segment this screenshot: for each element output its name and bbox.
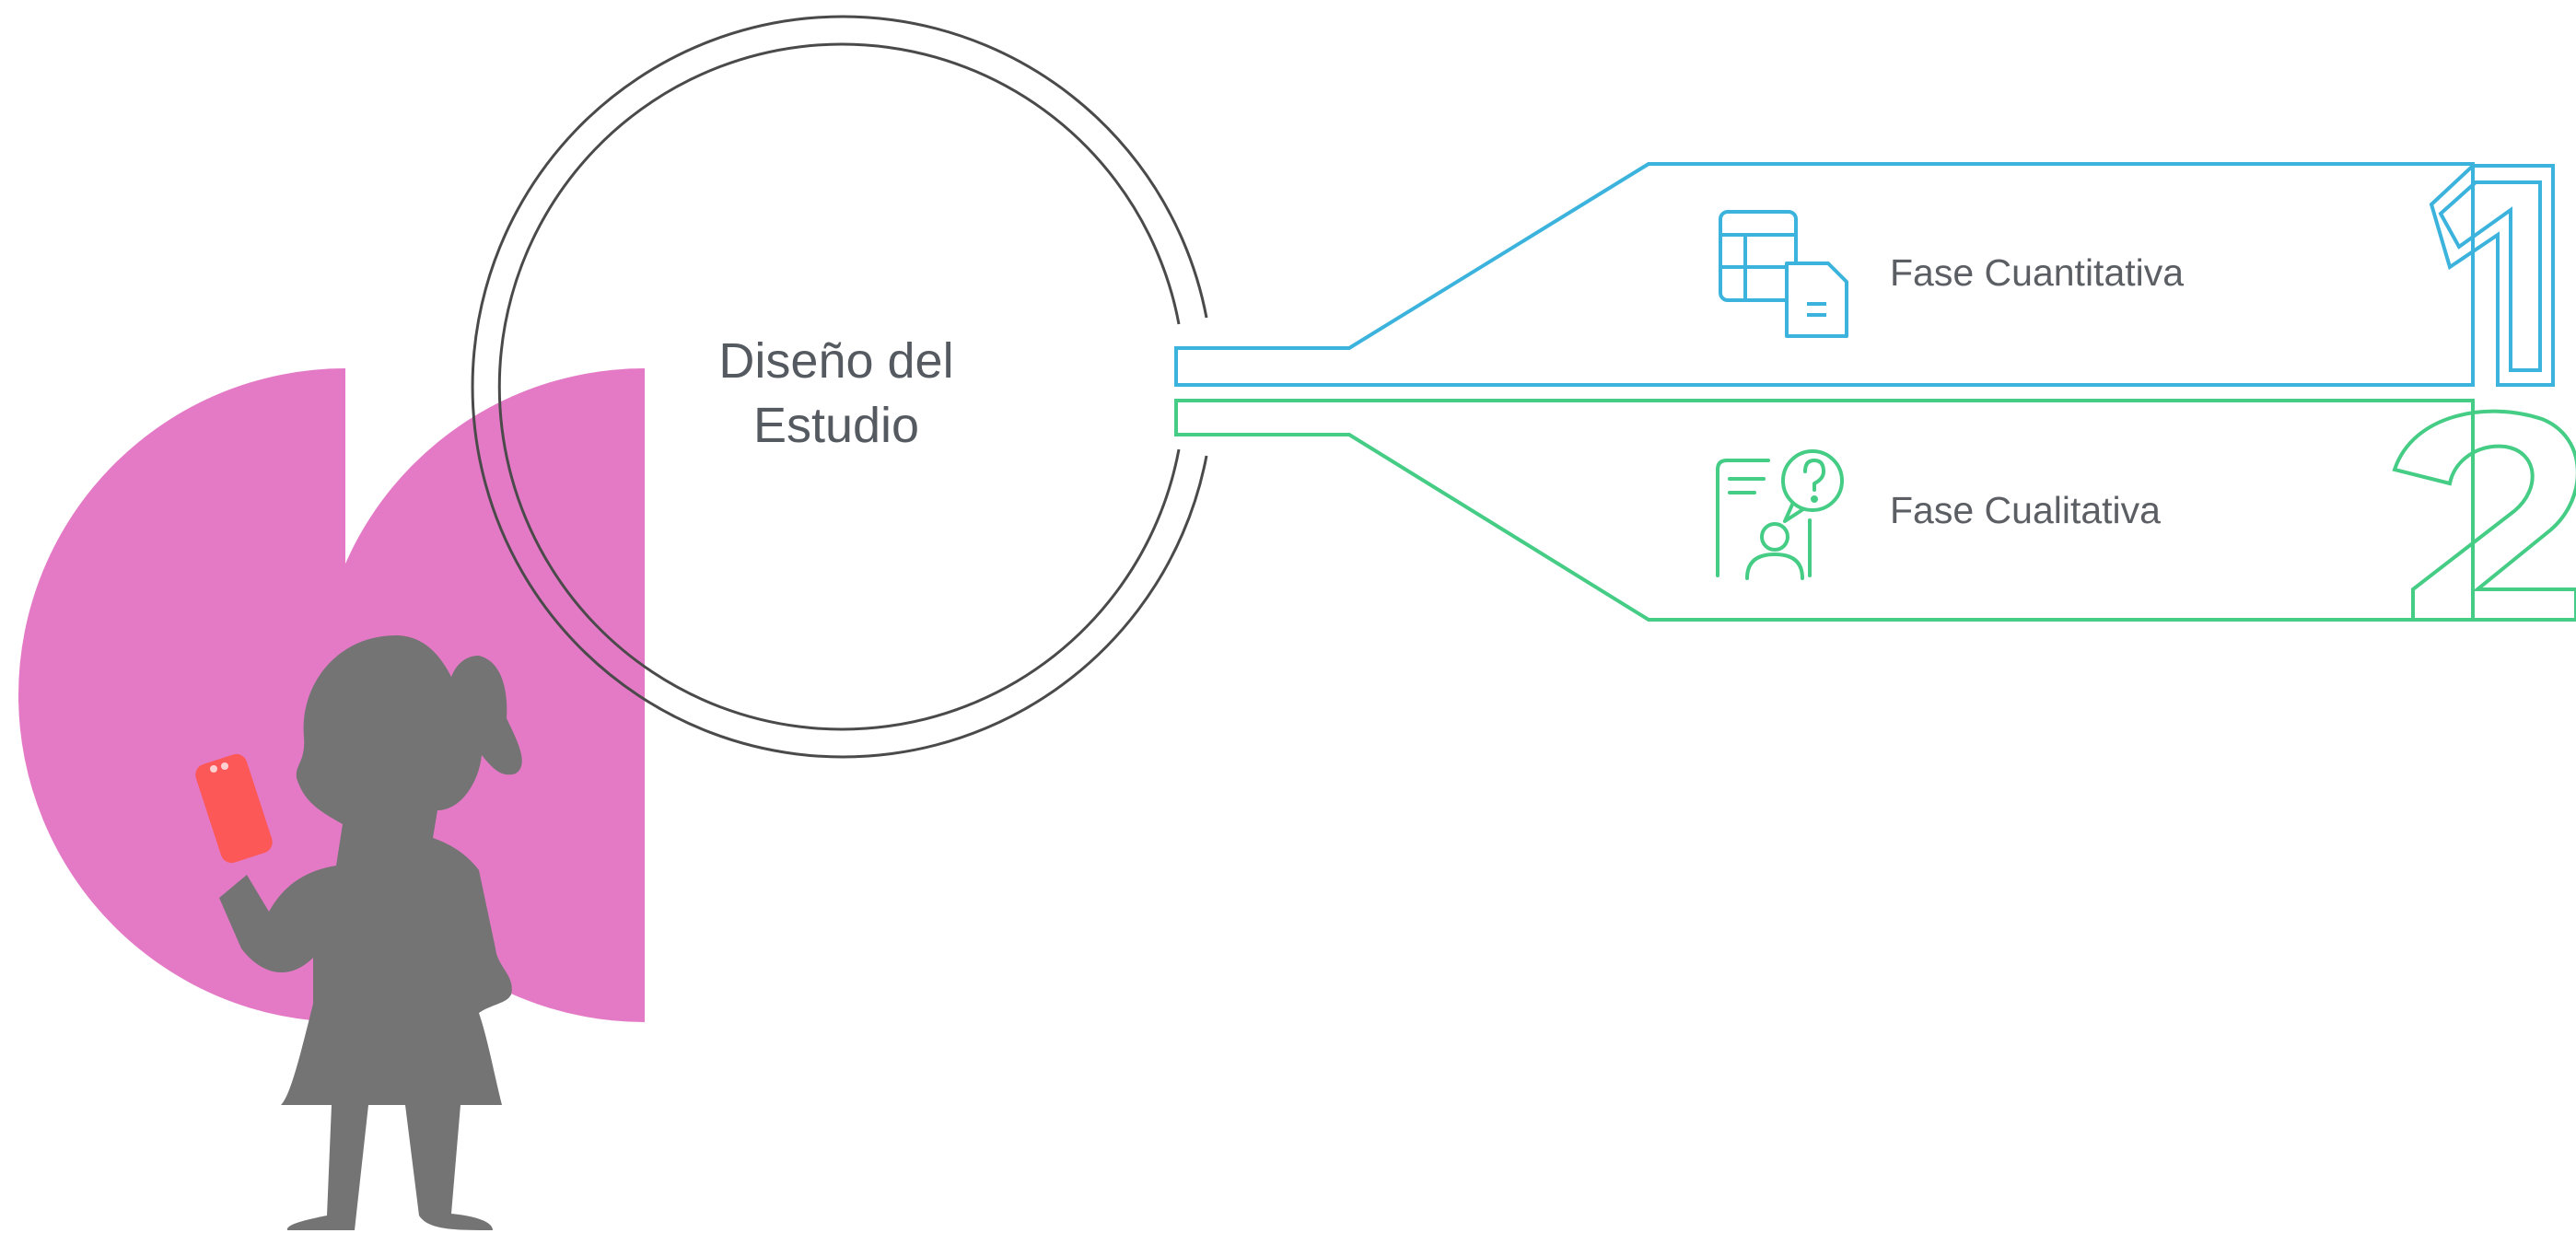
phase-2-qualitative: Fase Cualitativa — [1174, 399, 2576, 622]
center-circle: Diseño del Estudio — [471, 15, 1208, 759]
girl-with-phone-illustration — [195, 635, 522, 1230]
phase-1-label: Fase Cuantitativa — [1890, 251, 2184, 294]
pink-half-circle-left — [18, 368, 345, 1022]
phase-2-label: Fase Cualitativa — [1890, 489, 2161, 531]
phone-icon — [195, 753, 273, 864]
user-question-icon — [1716, 449, 1844, 580]
table-document-icon — [1719, 210, 1848, 338]
center-circle-outer-ring — [471, 15, 1208, 759]
phase-2-number-outline — [2392, 409, 2576, 622]
phase-2-funnel-outline — [1174, 399, 2475, 622]
phase-1-quantitative: Fase Cuantitativa — [1174, 162, 2555, 387]
girl-silhouette — [219, 635, 522, 1230]
center-circle-inner-ring — [497, 42, 1181, 731]
phase-1-number-outline — [2429, 164, 2555, 387]
center-title-line1: Diseño del — [718, 333, 953, 389]
center-title-line2: Estudio — [753, 398, 919, 453]
